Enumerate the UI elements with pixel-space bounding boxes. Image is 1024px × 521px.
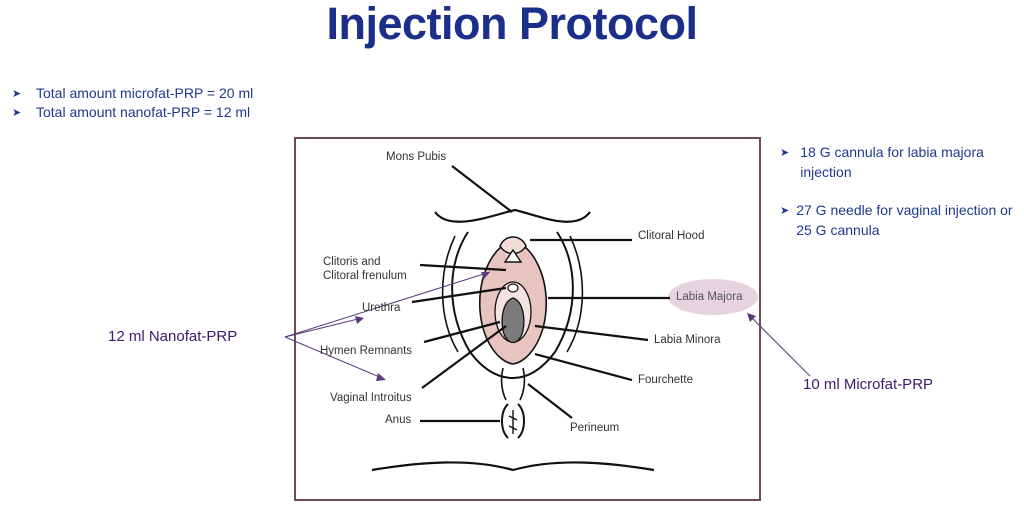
summary-bullets: ➤ Total amount microfat-PRP = 20 ml ➤ To… — [12, 84, 253, 122]
bullet-item: ➤ Total amount nanofat-PRP = 12 ml — [12, 103, 253, 122]
leader-vaginal — [421, 325, 507, 389]
bullet-item: ➤ 27 G needle for vaginal injection or 2… — [780, 200, 1020, 240]
leader-perineum — [527, 383, 573, 419]
labia-majora-highlight — [668, 279, 758, 315]
nanofat-annotation: 12 ml Nanofat-PRP — [108, 328, 238, 345]
labia-majora-right — [512, 231, 574, 379]
label-labia-majora: Labia Majora — [676, 291, 743, 303]
label-perineum: Perineum — [570, 422, 620, 434]
vaginal-opening — [501, 297, 525, 344]
anus-left — [501, 403, 509, 439]
label-clitoral-frenulum: Clitoral frenulum — [323, 270, 407, 282]
label-fourchette: Fourchette — [638, 374, 693, 386]
arrowhead-icon — [376, 373, 386, 381]
bullet-item: ➤ Total amount microfat-PRP = 20 ml — [12, 84, 253, 103]
nanofat-arrow-1 — [284, 271, 491, 338]
outer-contour-right — [566, 235, 584, 353]
label-mons-pubis: Mons Pubis — [386, 151, 447, 163]
leader-clitoris — [419, 263, 507, 272]
bullet-text: 27 G needle for vaginal injection or 25 … — [796, 202, 1013, 238]
bullet-item: ➤ 18 G cannula for labia majora injectio… — [780, 142, 1020, 182]
arrow-bullet-icon: ➤ — [780, 205, 790, 217]
page-title: Injection Protocol — [326, 0, 698, 49]
instrument-bullets: ➤ 18 G cannula for labia majora injectio… — [780, 142, 1020, 258]
clitoral-hood — [499, 236, 527, 255]
label-labia-minora: Labia Minora — [654, 334, 721, 346]
labia-majora-left — [451, 231, 514, 379]
leader-urethra — [411, 286, 507, 304]
bullet-text: 18 G cannula for labia majora injection — [800, 144, 984, 180]
bullet-text: Total amount microfat-PRP = 20 ml — [36, 85, 254, 101]
arrow-bullet-icon: ➤ — [12, 107, 22, 119]
perineum-left — [500, 367, 507, 401]
anus-right — [517, 403, 525, 439]
label-vaginal-introitus: Vaginal Introitus — [330, 392, 412, 404]
leader-labia-minora — [534, 324, 649, 342]
arrowhead-icon — [355, 316, 364, 324]
leader-fourchette — [534, 352, 633, 382]
microfat-annotation: 10 ml Microfat-PRP — [803, 376, 934, 393]
leader-hymen — [423, 320, 501, 344]
label-hymen-remnants: Hymen Remnants — [320, 345, 413, 357]
arrow-bullet-icon: ➤ — [12, 88, 22, 100]
buttocks-contour — [371, 461, 655, 472]
label-anus: Anus — [385, 414, 412, 426]
anatomy-diagram-frame — [294, 137, 761, 501]
label-clitoris: Clitoris and — [323, 256, 381, 268]
arrowhead-icon — [747, 313, 756, 322]
outer-contour-left — [441, 235, 459, 353]
label-clitoral-hood: Clitoral Hood — [638, 230, 705, 242]
label-urethra: Urethra — [362, 302, 401, 314]
urethra-opening — [507, 283, 519, 293]
microfat-arrow — [749, 315, 811, 377]
nanofat-arrow-3 — [284, 336, 383, 379]
clitoris — [503, 248, 523, 263]
mons-contour — [434, 208, 591, 223]
leader-mons — [451, 165, 513, 213]
arrowhead-icon — [481, 272, 490, 279]
nanofat-arrow-2 — [284, 317, 363, 338]
arrow-bullet-icon: ➤ — [780, 147, 790, 159]
perineum-right — [519, 367, 526, 401]
anus-folds — [508, 410, 518, 434]
bullet-text: Total amount nanofat-PRP = 12 ml — [36, 104, 251, 120]
